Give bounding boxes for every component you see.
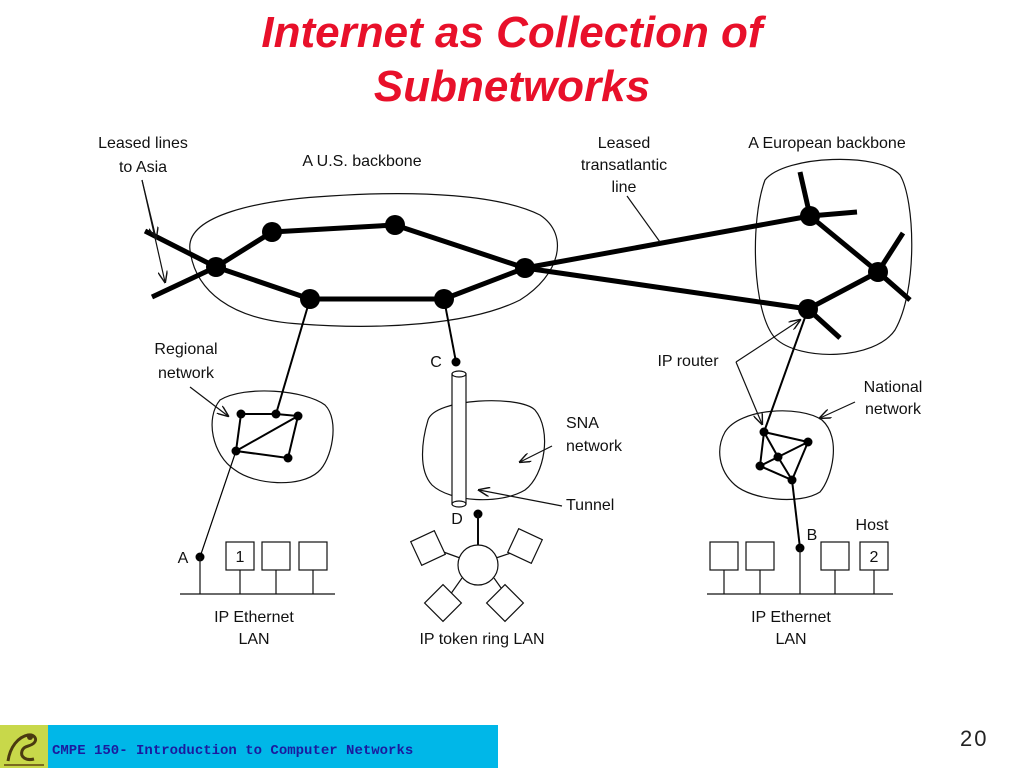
national-mesh [758, 431, 810, 482]
national-network-cloud [719, 410, 834, 501]
sna-label-2: network [566, 438, 623, 455]
footer-bar: CMPE 150- Introduction to Computer Netwo… [0, 725, 498, 768]
small-routers [195, 357, 813, 562]
us-backbone-cloud [189, 193, 558, 327]
national-label-1: National [864, 379, 923, 396]
regional-network-cloud [211, 390, 334, 484]
eu-backbone-cloud [754, 158, 913, 356]
host-1-label: 1 [236, 549, 245, 566]
university-mascot-logo [0, 725, 48, 768]
eth1-label-2: LAN [238, 631, 269, 648]
regional-mesh [234, 413, 300, 460]
ethernet-lan-2 [707, 541, 893, 595]
leased-trans-label-1: Leased [598, 135, 651, 152]
token-ring-lan [409, 514, 544, 623]
leased-asia-label-2: to Asia [119, 159, 167, 176]
regional-label-1: Regional [154, 341, 217, 358]
leased-asia-label-1: Leased lines [98, 135, 188, 152]
point-c-label: C [430, 354, 442, 371]
ip-router-label: IP router [657, 353, 719, 370]
point-a-label: A [178, 550, 189, 567]
token-ring-label: IP token ring LAN [419, 631, 544, 648]
slide-title-line-1: Internet as Collection of [261, 8, 763, 57]
slide-title-line-2: Subnetworks [373, 62, 651, 111]
regional-label-2: network [158, 365, 215, 382]
footer-course-title: CMPE 150- Introduction to Computer Netwo… [52, 743, 414, 759]
leased-trans-label-3: line [612, 179, 637, 196]
sna-network-cloud [421, 400, 546, 501]
eth1-label-1: IP Ethernet [214, 609, 294, 626]
network-diagram: Leased lines to Asia A U.S. backbone Lea… [98, 135, 923, 648]
eth2-label-2: LAN [775, 631, 806, 648]
tunnel-label: Tunnel [566, 497, 614, 514]
link-to-a [199, 450, 237, 558]
slide-title: Internet as Collection of Subnetworks [0, 6, 1024, 114]
national-label-2: network [865, 401, 922, 418]
backbone-links [143, 171, 912, 340]
point-d-label: D [451, 511, 463, 528]
eu-backbone-label: A European backbone [748, 135, 906, 152]
sna-label-1: SNA [566, 415, 599, 432]
ethernet-lan-1 [180, 541, 335, 595]
leased-trans-label-2: transatlantic [581, 157, 667, 174]
annotation-arrows [141, 179, 856, 507]
point-b-label: B [807, 527, 818, 544]
page-number: 20 [960, 726, 989, 751]
us-backbone-label: A U.S. backbone [302, 153, 421, 170]
host-label: Host [856, 517, 889, 534]
tunnel-pipe [451, 370, 467, 508]
eth2-label-1: IP Ethernet [751, 609, 831, 626]
host-2-label: 2 [870, 549, 879, 566]
backbone-routers [206, 206, 888, 319]
